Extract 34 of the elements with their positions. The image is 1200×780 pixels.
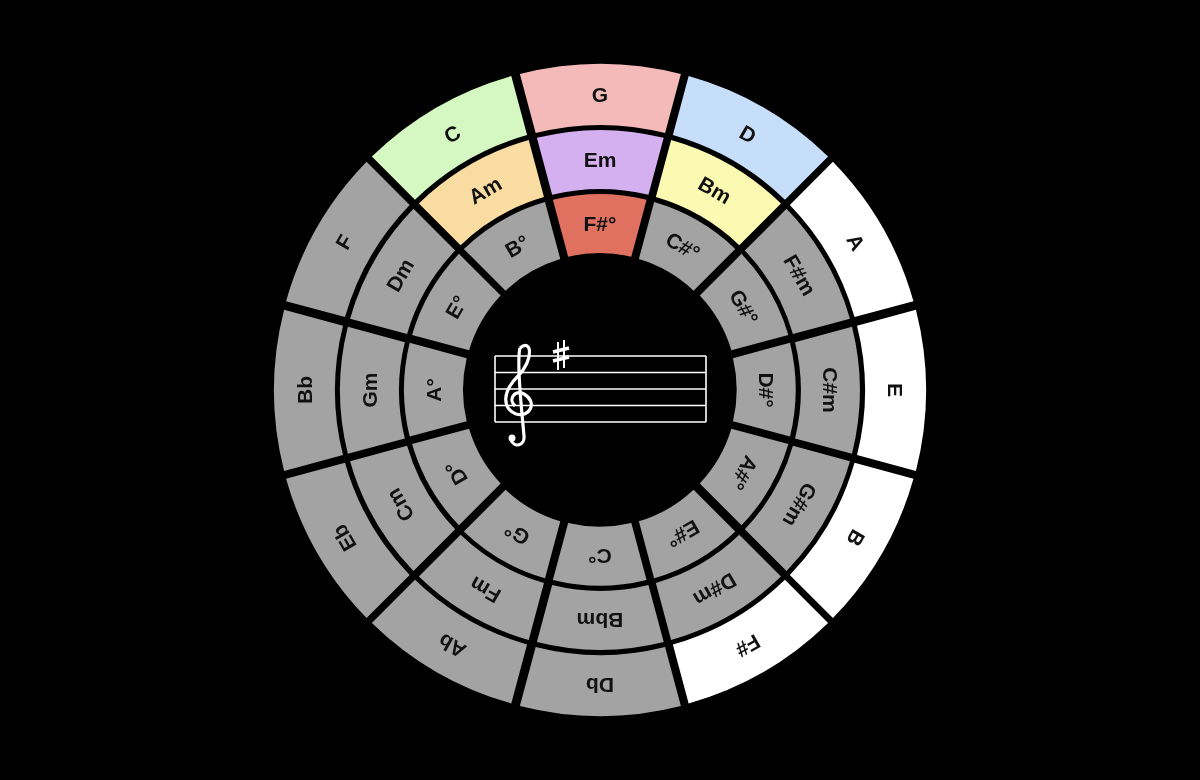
chord-label: Dm [382,254,418,295]
chord-label: A#° [726,452,763,494]
chord-label: Bbm [576,610,624,631]
chord-label: E° [441,291,471,322]
chord-label: Fm [465,572,504,607]
chord-label: E#° [663,516,704,552]
chord-label: Cm [382,485,418,526]
chord-label: A° [423,378,444,402]
chord-label: C° [588,546,612,567]
chord-label: Ab [434,629,470,662]
chord-label: D° [440,457,471,489]
chord-label: F#° [583,213,617,234]
chord-label: G#° [725,285,763,328]
chord-label: Em [583,149,617,170]
chord-label: D [735,121,760,147]
chord-label: F [331,231,357,254]
chord-label: G [591,84,609,105]
chord-label: B [843,525,869,550]
chord-label: F# [731,630,764,662]
chord-label: G° [500,518,533,550]
chord-label: C [440,121,465,147]
chord-label: D#m [690,569,741,611]
chord-label: D#° [756,372,777,408]
chord-label: Gm [359,372,380,408]
chord-label: C#° [662,227,704,264]
chord-label: Eb [328,520,360,555]
chord-label: E [885,383,906,397]
chord-label: Bb [294,376,315,404]
chord-label: Bm [695,172,736,208]
chord-label: Am [464,172,505,208]
chord-label: C#m [820,367,841,413]
chord-label: B° [501,230,533,261]
chord-label: Db [586,675,614,696]
chord-label: A [843,230,869,255]
